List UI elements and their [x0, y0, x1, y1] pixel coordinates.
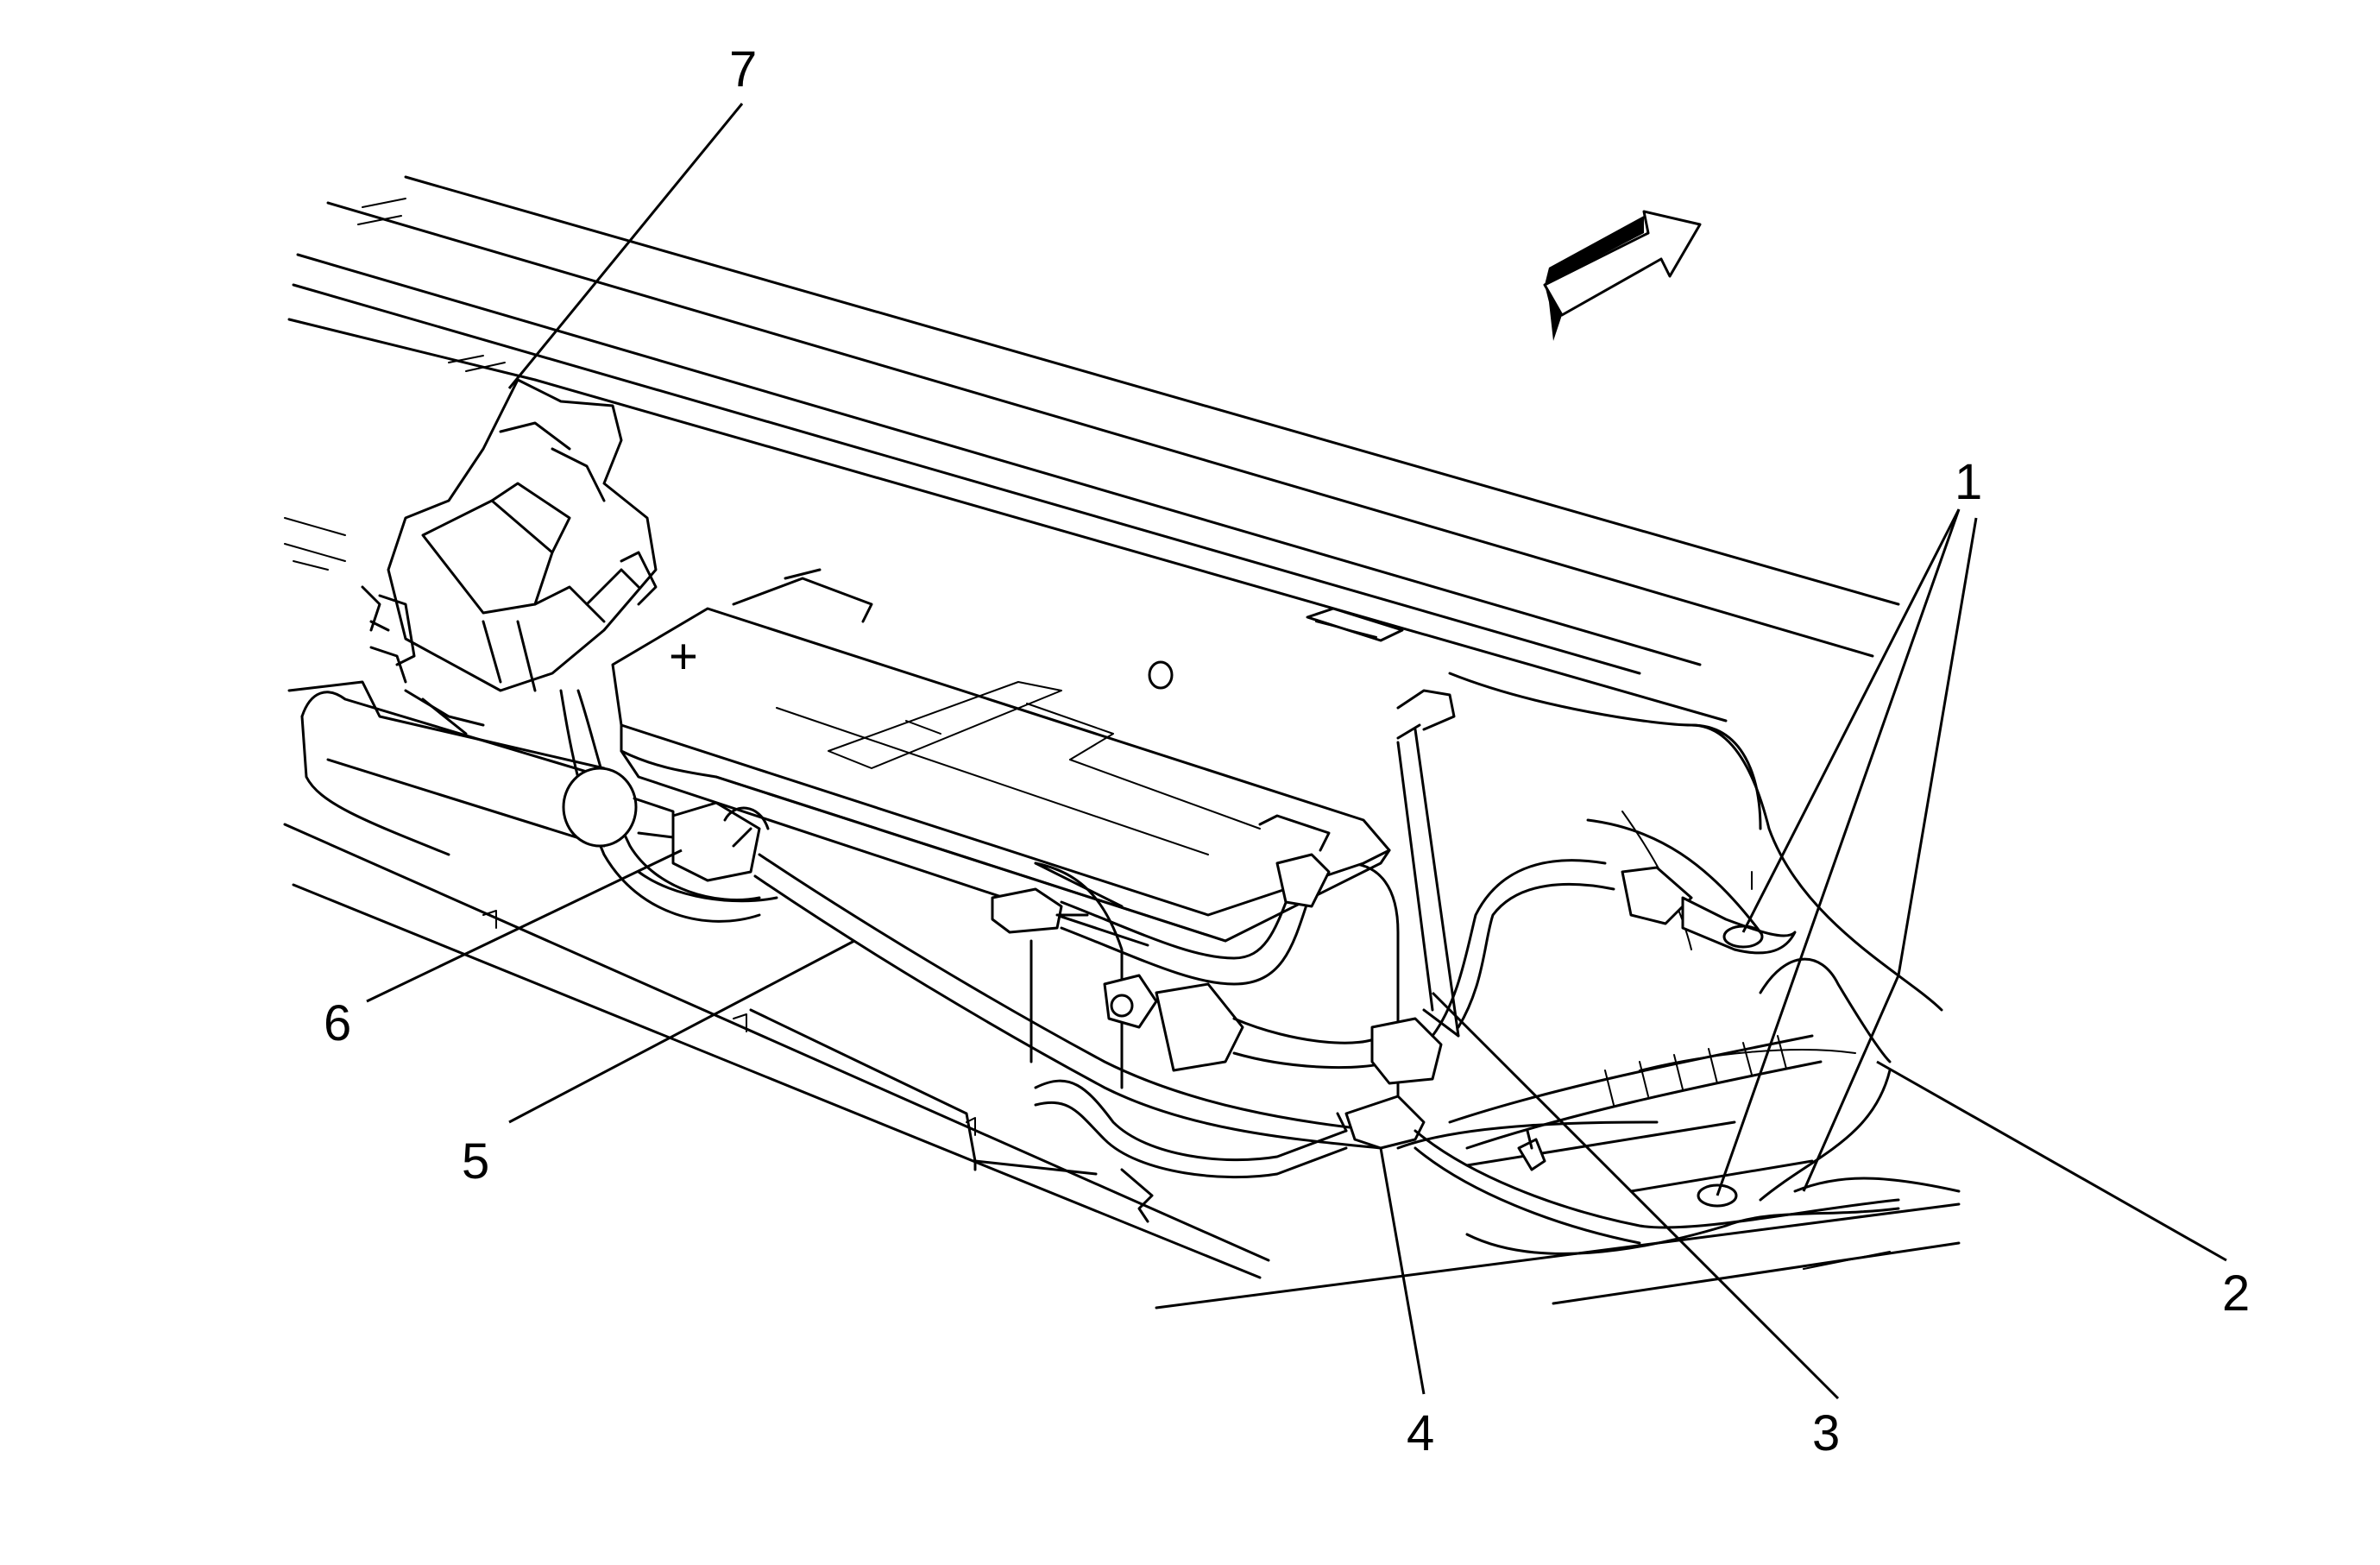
hold-down-bracket: [1396, 689, 1460, 1038]
battery-plus-mark: +: [669, 628, 698, 685]
lower-wire: [1034, 1034, 1900, 1245]
callout-2: 2: [2222, 1265, 2250, 1322]
callout-5: 5: [462, 1133, 489, 1190]
right-side-panel: [1448, 672, 1943, 1063]
callout-6: 6: [324, 995, 351, 1051]
callout-3: 3: [1812, 1405, 1840, 1461]
callout-1: 1: [1955, 454, 1982, 510]
negative-cable: [1155, 859, 1797, 1208]
upper-body-panel: [287, 175, 1900, 723]
positive-cable: [671, 801, 1382, 1150]
leader-lines: [366, 103, 2227, 1400]
callouts: 7 1 2 3 4 5 6: [324, 41, 2250, 1461]
battery: +: [611, 568, 1391, 947]
connector-block: [284, 378, 658, 735]
callout-7: 7: [729, 41, 757, 98]
forward-arrow-icon: [1543, 210, 1702, 341]
battery-tray: [300, 691, 1400, 1124]
wiring-harness-left: [559, 689, 778, 923]
callout-4: 4: [1407, 1405, 1434, 1461]
